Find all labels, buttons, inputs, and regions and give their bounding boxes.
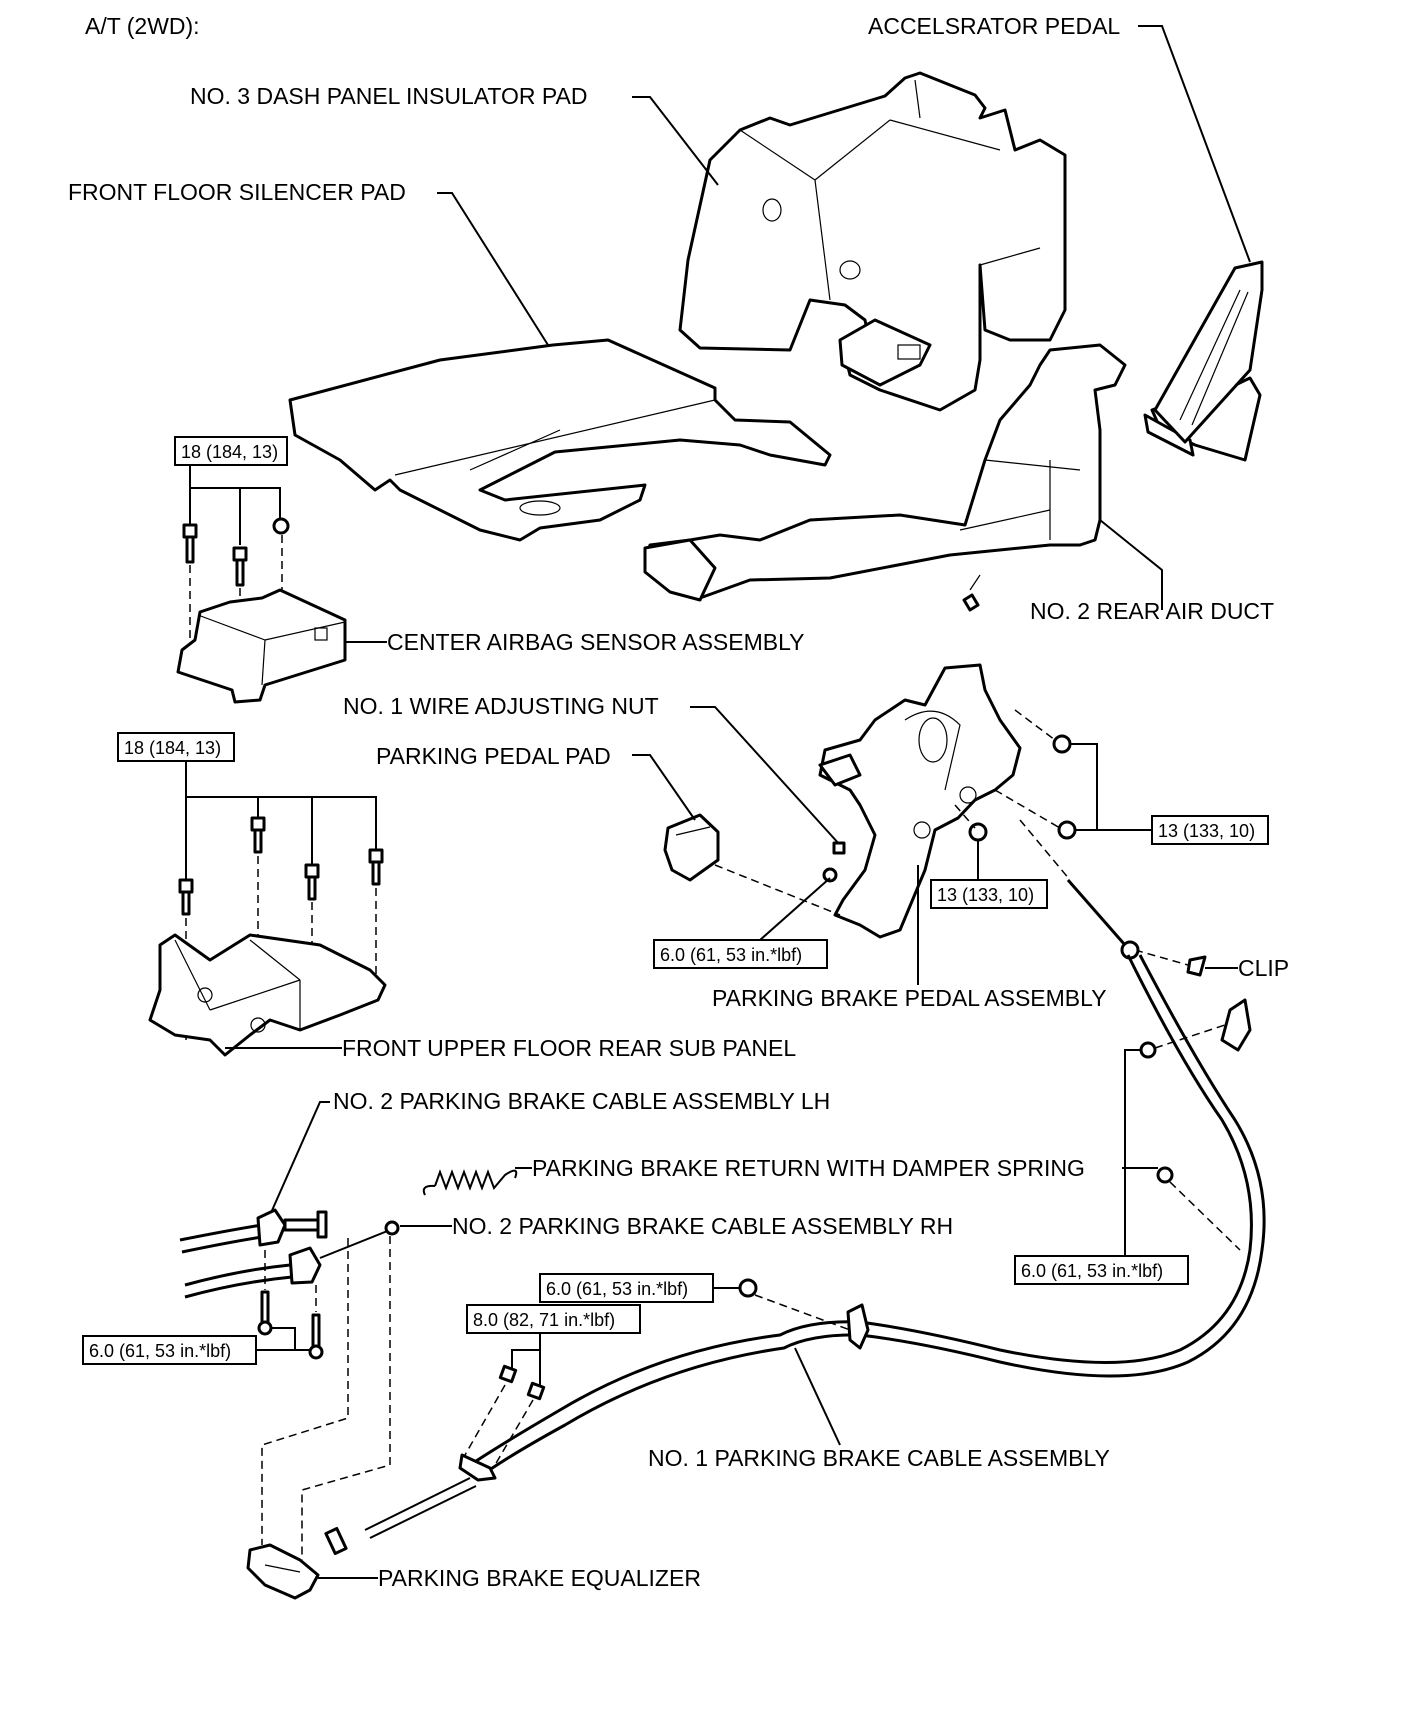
cable-clamp-icon xyxy=(846,1303,870,1350)
leader-cable-bracket-nuts xyxy=(1124,1049,1141,1256)
nut-icon xyxy=(1052,734,1072,754)
torque-cable-clamp: 6.0 (61, 53 in.*lbf) xyxy=(546,1279,688,1299)
label-accelerator-pedal: ACCELSRATOR PEDAL xyxy=(868,13,1120,39)
leader-rear-cable-bolts xyxy=(271,1327,310,1351)
torque-cable-bracket: 6.0 (61, 53 in.*lbf) xyxy=(1021,1261,1163,1281)
parking-pedal-pad-part xyxy=(663,813,720,882)
label-cable-lh: NO. 2 PARKING BRAKE CABLE ASSEMBLY LH xyxy=(333,1088,830,1114)
nut-icon xyxy=(1057,820,1077,840)
front-floor-silencer-pad-part xyxy=(288,338,832,542)
label-front-upper-floor-rear-sub-panel: FRONT UPPER FLOOR REAR SUB PANEL xyxy=(342,1035,796,1061)
sub-panel-bolt-icons xyxy=(178,816,384,916)
torque-box-cable-clamp xyxy=(539,1273,714,1303)
leader-wire-adjusting-nut xyxy=(690,706,841,846)
airbag-bolt-icons xyxy=(182,517,290,587)
torque-airbag-sensor: 18 (184, 13) xyxy=(181,442,278,462)
torque-sub-panel: 18 (184, 13) xyxy=(124,738,221,758)
torque-wire-nut: 6.0 (61, 53 in.*lbf) xyxy=(660,945,802,965)
cable-lh-part xyxy=(179,1208,328,1254)
label-clip: CLIP xyxy=(1238,955,1289,981)
nut-icon xyxy=(1156,1166,1174,1184)
parking-brake-pedal-assembly-part xyxy=(818,663,1022,939)
wire-adjusting-nut-icon xyxy=(832,841,846,855)
washer-icon xyxy=(822,867,838,883)
torque-box-rear-cable-bolts xyxy=(82,1335,257,1365)
leader-cable-lh xyxy=(269,1101,330,1216)
torque-box-airbag-sensor xyxy=(174,436,288,466)
nut-icon xyxy=(968,822,988,842)
torque-box-pedal-nut-lower xyxy=(930,879,1048,909)
leader-dash-insulator-pad xyxy=(632,96,719,186)
front-upper-floor-rear-sub-panel-part xyxy=(148,933,387,1057)
rear-air-duct-part xyxy=(643,343,1127,612)
torque-box-sub-panel xyxy=(117,732,235,762)
label-wire-adjusting-nut: NO. 1 WIRE ADJUSTING NUT xyxy=(343,693,659,719)
leader-cable-guide xyxy=(511,1333,541,1368)
label-equalizer: PARKING BRAKE EQUALIZER xyxy=(378,1565,701,1591)
accelerator-pedal-part xyxy=(1143,260,1264,462)
leader-torque-sub-panel xyxy=(185,761,377,850)
label-cable-no1: NO. 1 PARKING BRAKE CABLE ASSEMBLY xyxy=(648,1445,1110,1471)
torque-rear-cable-bolts: 6.0 (61, 53 in.*lbf) xyxy=(89,1341,231,1361)
cable-guide-bolt-icons xyxy=(498,1364,546,1401)
leader-parking-pedal-pad xyxy=(632,754,696,821)
leader-torque-airbag xyxy=(189,465,281,520)
torque-pedal-nuts-right: 13 (133, 10) xyxy=(1158,821,1255,841)
label-center-airbag-sensor: CENTER AIRBAG SENSOR ASSEMBLY xyxy=(387,629,805,655)
label-rear-air-duct: NO. 2 REAR AIR DUCT xyxy=(1030,598,1274,624)
cable-no1-end-part xyxy=(324,1453,497,1556)
parking-brake-equalizer-part xyxy=(246,1543,320,1600)
label-parking-pedal-pad: PARKING PEDAL PAD xyxy=(376,743,611,769)
dash-insulator-pad-part xyxy=(678,71,1067,412)
torque-box-cable-bracket xyxy=(1014,1255,1189,1285)
label-parking-brake-pedal-assembly: PARKING BRAKE PEDAL ASSEMBLY xyxy=(712,985,1107,1011)
center-airbag-sensor-part xyxy=(176,588,347,704)
leader-cable-no1 xyxy=(794,1347,841,1446)
label-dash-insulator-pad: NO. 3 DASH PANEL INSULATOR PAD xyxy=(190,83,588,109)
leader-front-floor-silencer-pad xyxy=(437,192,549,346)
bolt-icon xyxy=(260,1290,270,1326)
label-cable-rh: NO. 2 PARKING BRAKE CABLE ASSEMBLY RH xyxy=(452,1213,953,1239)
torque-box-pedal-nuts-right xyxy=(1151,815,1269,845)
label-return-spring: PARKING BRAKE RETURN WITH DAMPER SPRING xyxy=(532,1155,1085,1181)
cable-rh-part xyxy=(184,1220,400,1299)
torque-box-cable-guide xyxy=(466,1304,641,1334)
nut-icon xyxy=(738,1278,758,1298)
label-front-floor-silencer-pad: FRONT FLOOR SILENCER PAD xyxy=(68,179,406,205)
clip-icon xyxy=(1186,955,1207,977)
torque-pedal-nut-lower: 13 (133, 10) xyxy=(937,885,1034,905)
bolt-icon xyxy=(311,1313,321,1349)
torque-box-wire-nut xyxy=(653,939,828,969)
leader-pedal-nuts xyxy=(1070,743,1098,831)
leader-accelerator-pedal xyxy=(1138,25,1251,263)
return-spring-icon xyxy=(422,1169,518,1196)
cable-bracket-icon xyxy=(1220,998,1252,1052)
nut-icon xyxy=(1139,1041,1157,1059)
leader-rear-air-duct xyxy=(1099,519,1163,610)
torque-cable-guide: 8.0 (82, 71 in.*lbf) xyxy=(473,1310,615,1330)
diagram-title: A/T (2WD): xyxy=(85,13,200,39)
